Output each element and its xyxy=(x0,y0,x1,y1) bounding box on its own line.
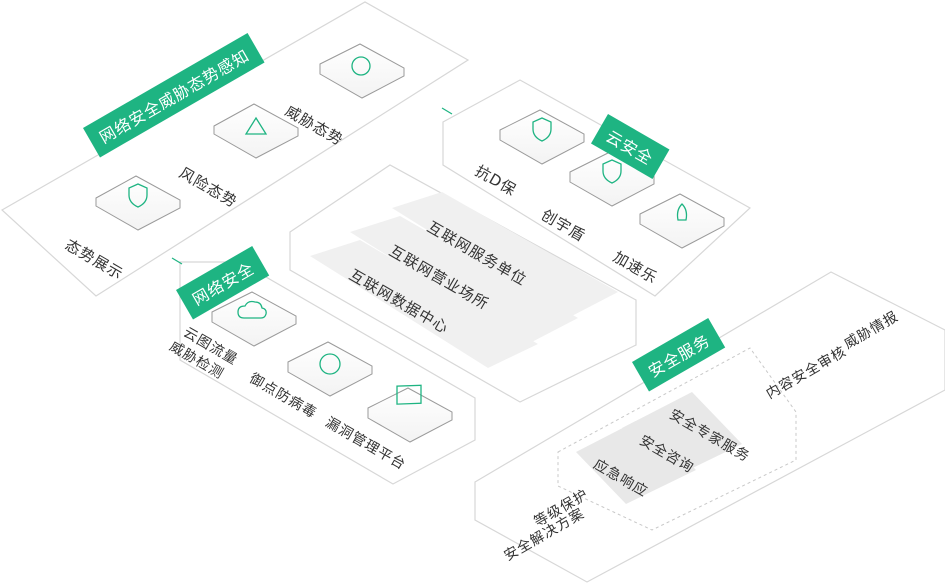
center-bar xyxy=(350,216,578,344)
cloud-icon xyxy=(237,300,267,319)
tile-trend-display[interactable] xyxy=(95,175,181,231)
connector-arrow xyxy=(171,257,183,265)
virus-cycle-icon xyxy=(319,353,341,375)
expert-sub-bar xyxy=(576,416,696,504)
tile-antivirus[interactable] xyxy=(287,341,373,397)
tile-cloud-traffic[interactable] xyxy=(211,291,297,347)
network-nodes-icon xyxy=(351,56,371,76)
tile-risk-trend[interactable] xyxy=(213,103,299,159)
shield-d-icon xyxy=(532,117,552,142)
connector-arrow xyxy=(441,107,453,115)
warning-triangle-icon xyxy=(244,116,268,135)
center-bar xyxy=(392,192,618,318)
tile-threat-trend[interactable] xyxy=(319,43,405,99)
tile-vuln-platform[interactable] xyxy=(367,384,453,443)
center-bar xyxy=(310,240,538,368)
browser-window-icon xyxy=(396,384,422,405)
tile-jiasule[interactable] xyxy=(639,193,725,249)
tile-anti-d[interactable] xyxy=(499,109,585,165)
shield-trend-icon xyxy=(128,183,148,208)
rocket-icon xyxy=(676,203,688,221)
shield-s-icon xyxy=(602,159,622,184)
